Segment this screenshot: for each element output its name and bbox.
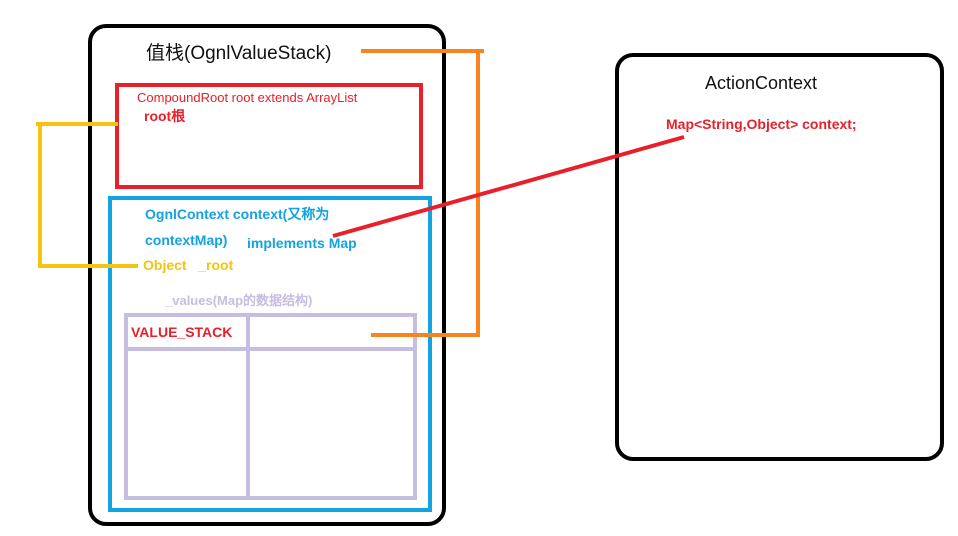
ognl-context-box [108,196,432,512]
red-connector [332,135,685,238]
ognl-context-implements: implements Map [247,235,357,251]
values-table-divider-h [124,347,417,351]
root-label: root根 [144,108,186,124]
compound-root-title: CompoundRoot root extends ArrayList [137,90,358,105]
value-stack-box [88,24,446,526]
value-stack-cell: VALUE_STACK [131,324,233,340]
orange-connector-vertical [371,51,480,337]
values-table-divider-v [246,313,250,500]
ognl-context-line2: contextMap) [145,232,228,248]
yellow-connector [38,122,138,268]
value-stack-title: 值栈(OgnlValueStack) [146,43,332,64]
compound-root-box [115,83,423,189]
action-context-title: ActionContext [705,73,818,93]
values-table [124,313,417,500]
object-root-label: Object _root [143,257,234,273]
values-title: _values(Map的数据结构) [165,293,313,308]
action-context-field: Map<String,Object> context; [666,116,857,132]
ognl-context-line1: OgnlContext context(又称为 [145,206,330,222]
action-context-box [615,53,944,461]
